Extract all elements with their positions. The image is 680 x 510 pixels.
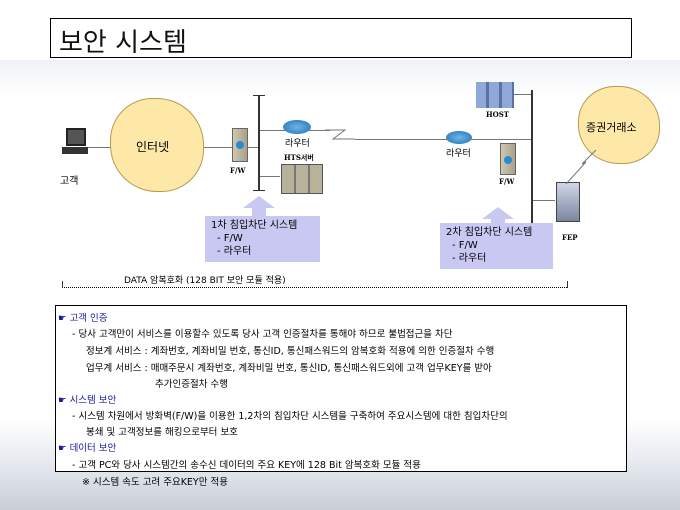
pointer-icon: ☛ <box>58 395 67 406</box>
network-bus <box>531 90 533 230</box>
internet-label: 인터넷 <box>136 140 170 154</box>
router-icon <box>283 120 311 134</box>
keyboard-icon <box>62 147 88 154</box>
link-line <box>84 147 114 148</box>
fw2-label: F/W <box>499 177 515 186</box>
link-line <box>260 176 280 177</box>
span-tick <box>567 281 568 288</box>
internet-cloud <box>110 98 204 192</box>
router1-label: 라우터 <box>285 139 310 149</box>
customer-pc-icon <box>66 128 86 146</box>
section-line: - 시스템 차원에서 방화벽(F/W)을 이용한 1,2차의 침입차단 시스템을… <box>72 411 508 422</box>
section-line: 추가인증절차 수행 <box>155 379 228 390</box>
arrow-up-icon <box>482 207 514 219</box>
page-title: 보안 시스템 <box>59 28 187 58</box>
pointer-icon: ☛ <box>58 313 67 324</box>
wan-zigzag <box>325 129 355 140</box>
arrow-stem <box>252 208 266 216</box>
wan-line <box>355 139 531 140</box>
box2-item: - 라우터 <box>452 253 487 264</box>
intrusion-box-2: 2차 침입차단 시스템 - F/W - 라우터 <box>440 223 553 269</box>
section-line: 봉쇄 및 고객정보를 해킹으로부터 보호 <box>86 427 238 438</box>
bus-cap <box>253 190 265 191</box>
link-line <box>246 147 258 148</box>
exchange-label: 증권거래소 <box>586 121 637 134</box>
encryption-span-line <box>62 287 567 288</box>
title-box: 보안 시스템 <box>50 18 632 58</box>
link-line <box>533 200 555 201</box>
span-tick <box>62 281 63 288</box>
link-line <box>514 94 531 95</box>
fep-server-icon <box>556 182 580 222</box>
fep-label: FEP <box>562 233 578 242</box>
description-box <box>55 305 627 472</box>
host-label: HOST <box>486 110 509 119</box>
bus-cap <box>253 95 265 96</box>
link-line <box>200 147 232 148</box>
customer-label: 고객 <box>60 176 79 187</box>
encryption-label: DATA 암복호화 (128 BIT 보안 모듈 적용) <box>124 276 286 286</box>
section-line: ※ 시스템 속도 고려 주요KEY만 적용 <box>82 477 228 488</box>
hts-server-icon <box>281 164 323 194</box>
exchange-link <box>565 150 597 185</box>
box2-title: 2차 침입차단 시스템 <box>446 227 533 238</box>
section-line: 업무계 서비스 : 매매주문시 계좌번호, 계좌비밀 번호, 통신ID, 통신패… <box>86 363 492 374</box>
box1-title: 1차 침입차단 시스템 <box>211 220 298 231</box>
section-line: - 당사 고객만이 서비스를 이용할수 있도록 당사 고객 인증절차를 통해야 … <box>72 329 453 340</box>
box2-item: - F/W <box>452 240 478 251</box>
firewall-icon <box>500 143 516 175</box>
exchange-cloud <box>578 86 660 164</box>
fw1-label: F/W <box>230 166 246 175</box>
firewall-icon <box>232 128 248 162</box>
section-heading: 시스템 보안 <box>69 395 117 406</box>
router-icon <box>446 131 472 144</box>
box1-item: - 라우터 <box>217 246 252 257</box>
arrow-stem <box>491 219 505 223</box>
router2-label: 라우터 <box>446 149 471 159</box>
section-line: - 고객 PC와 당사 시스템간의 송수신 데이터의 주요 KEY에 128 B… <box>72 460 421 471</box>
hts-label: HTS서버 <box>284 153 314 162</box>
section-line: 정보계 서비스 : 계좌번호, 계좌비밀 번호, 통신ID, 통신패스워드의 암… <box>86 346 495 357</box>
network-bus <box>258 95 260 191</box>
pointer-icon: ☛ <box>58 443 67 454</box>
section-heading: 데이터 보안 <box>69 443 117 454</box>
arrow-up-icon <box>243 196 275 208</box>
host-icon <box>476 82 514 108</box>
intrusion-box-1: 1차 침입차단 시스템 - F/W - 라우터 <box>205 216 320 262</box>
section-heading: 고객 인증 <box>69 313 108 324</box>
box1-item: - F/W <box>217 233 243 244</box>
